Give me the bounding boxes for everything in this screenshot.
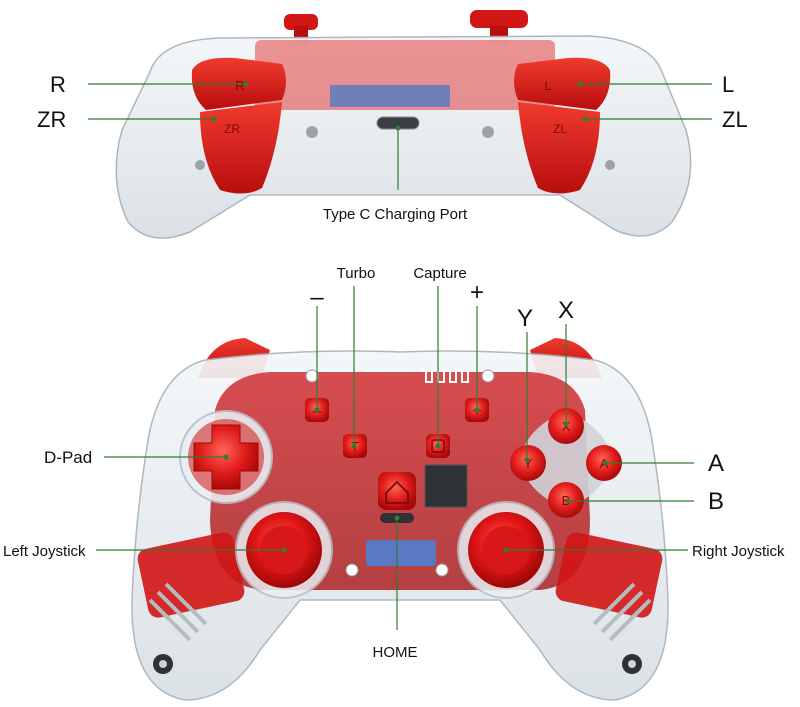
trigger-l-glyph: L	[544, 78, 551, 93]
label-left-joystick: Left Joystick	[3, 543, 287, 560]
svg-text:Capture: Capture	[413, 265, 466, 282]
label-capture: Capture	[413, 265, 467, 449]
label-a: A	[603, 450, 724, 477]
svg-text:Right Joystick: Right Joystick	[692, 543, 785, 560]
abxy-cluster	[521, 415, 611, 505]
label-b: B	[565, 488, 724, 515]
top-rivets	[195, 126, 615, 170]
blue-connector	[366, 540, 436, 566]
svg-text:R: R	[50, 72, 66, 97]
svg-text:A: A	[708, 450, 724, 477]
leds	[305, 369, 495, 577]
svg-text:+: +	[470, 279, 484, 306]
svg-text:ZL: ZL	[722, 107, 748, 132]
home-button[interactable]	[378, 472, 416, 523]
label-y: Y	[517, 305, 533, 463]
label-plus: +	[470, 279, 484, 413]
svg-text:D-Pad: D-Pad	[44, 448, 92, 467]
trigger-zl-glyph: ZL	[553, 122, 567, 136]
top-view: R ZR L ZL R ZR L	[37, 10, 748, 239]
svg-text:Left Joystick: Left Joystick	[3, 543, 86, 560]
front-view: – T + X Y	[3, 265, 785, 701]
svg-text:ZR: ZR	[37, 107, 66, 132]
label-minus: –	[310, 284, 324, 413]
antenna-trace	[420, 369, 469, 383]
grip-left	[137, 532, 245, 674]
label-home: HOME	[373, 515, 418, 661]
svg-text:–: –	[310, 284, 324, 311]
svg-text:L: L	[722, 72, 734, 97]
button-y[interactable]: Y	[510, 445, 546, 481]
svg-text:Turbo: Turbo	[337, 265, 376, 282]
grip-right	[555, 532, 663, 674]
chip	[424, 464, 468, 508]
button-y-glyph: Y	[524, 456, 533, 471]
svg-text:HOME: HOME	[373, 644, 418, 661]
label-zl: ZL	[582, 107, 748, 132]
label-type-c: Type C Charging Port	[323, 125, 468, 223]
svg-text:Type C Charging Port: Type C Charging Port	[323, 206, 468, 223]
button-x-glyph: X	[562, 419, 571, 434]
trigger-zr[interactable]: ZR	[200, 102, 282, 194]
label-r: R	[50, 72, 249, 97]
label-zr: ZR	[37, 107, 217, 132]
trigger-r-glyph: R	[235, 78, 244, 93]
label-dpad: D-Pad	[44, 448, 229, 467]
svg-text:X: X	[558, 297, 574, 324]
trigger-l[interactable]: L	[514, 57, 611, 110]
svg-text:Y: Y	[517, 305, 533, 332]
trigger-zl[interactable]: ZL	[518, 102, 600, 194]
label-turbo: Turbo	[337, 265, 376, 449]
label-l: L	[577, 72, 734, 97]
label-x: X	[558, 297, 574, 427]
top-connector-strip	[330, 85, 450, 107]
trigger-zr-glyph: ZR	[224, 122, 240, 136]
label-right-joystick: Right Joystick	[503, 543, 785, 560]
svg-text:B: B	[708, 488, 724, 515]
